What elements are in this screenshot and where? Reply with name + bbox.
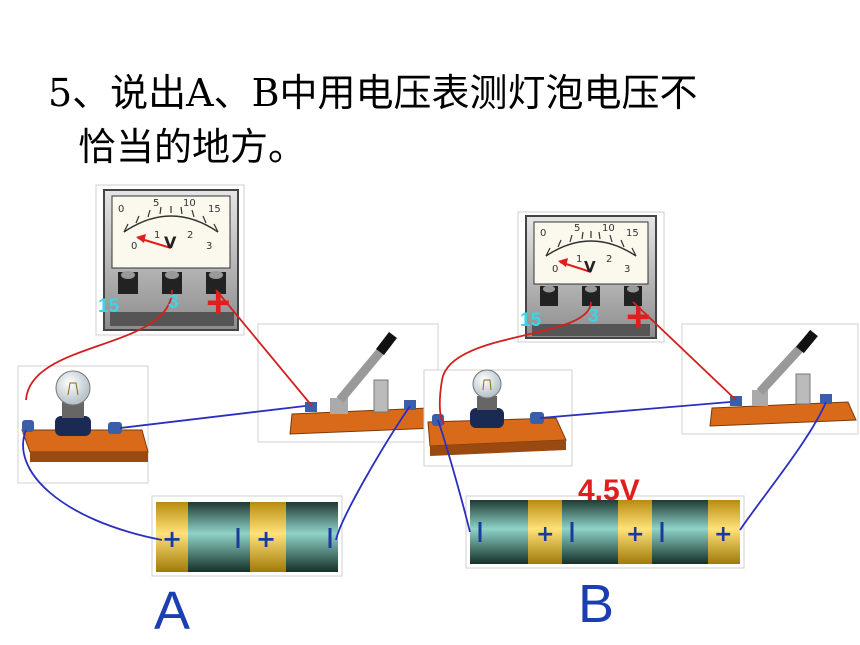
wire-b-blue-switch-battery <box>739 401 827 531</box>
terminal-a-3-label: 3 <box>168 292 179 313</box>
battery-b-voltage-label: 4.5V <box>578 474 640 507</box>
caption-b: B <box>578 574 615 634</box>
svg-text:2: 2 <box>187 230 193 241</box>
svg-text:0: 0 <box>540 228 546 239</box>
bulb-a <box>17 365 149 484</box>
svg-text:15: 15 <box>626 228 639 239</box>
wire-a-red-switch <box>215 289 313 407</box>
wire-b-red-bulb <box>438 301 592 425</box>
svg-text:1: 1 <box>154 230 160 241</box>
voltmeter-a: 0 5 10 15 0 1 2 3 V <box>95 184 245 336</box>
meter-b-terminals <box>540 285 642 306</box>
voltmeter-b: 0 5 10 15 0 1 2 3 V <box>517 211 665 343</box>
svg-text:10: 10 <box>183 198 196 209</box>
switch-a <box>257 323 439 443</box>
svg-text:3: 3 <box>206 241 212 252</box>
svg-text:0: 0 <box>552 264 558 275</box>
question-line-2: 恰当的地方。 <box>78 125 307 169</box>
svg-text:+: + <box>256 525 276 553</box>
meter-a-terminals <box>118 271 226 294</box>
svg-text:+: + <box>626 522 644 547</box>
wire-a-red-bulb <box>25 289 173 401</box>
svg-text:15: 15 <box>208 204 221 215</box>
circuit-b: 0 5 10 15 0 1 2 3 V <box>423 211 859 569</box>
wire-a-blue-bulb-switch <box>119 405 306 429</box>
caption-a: A <box>154 581 191 641</box>
wire-b-blue-bulb-switch <box>539 401 731 419</box>
svg-text:+: + <box>536 522 554 547</box>
svg-text:+: + <box>162 525 182 553</box>
battery-b: + + + <box>465 495 745 569</box>
terminal-a-plus-label: + <box>206 279 231 326</box>
svg-text:10: 10 <box>602 223 615 234</box>
svg-text:5: 5 <box>574 223 580 234</box>
terminal-b-15-label: 15 <box>520 310 542 331</box>
circuit-a: 0 5 10 15 0 1 2 3 V <box>17 184 439 577</box>
svg-text:0: 0 <box>131 241 137 252</box>
wire-a-blue-switch-battery <box>335 405 411 541</box>
svg-text:5: 5 <box>153 198 159 209</box>
svg-text:3: 3 <box>624 264 630 275</box>
question-line-1: 5、说出A、B中用电压表测灯泡电压不 <box>48 71 698 115</box>
svg-text:+: + <box>714 522 732 547</box>
battery-a: + + <box>151 495 343 577</box>
wire-a-blue-bulb-battery <box>22 429 163 541</box>
svg-text:V: V <box>584 258 596 276</box>
terminal-b-plus-label: + <box>626 293 651 340</box>
switch-b <box>681 323 859 435</box>
terminal-b-3-label: 3 <box>588 306 599 327</box>
svg-text:0: 0 <box>118 204 124 215</box>
terminal-a-15-label: 15 <box>98 296 120 317</box>
meter-unit: V <box>164 233 177 252</box>
wire-b-blue-bulb-battery <box>437 419 471 533</box>
wire-b-red-switch <box>632 301 737 401</box>
svg-text:2: 2 <box>606 254 612 265</box>
question-text: 5、说出A、B中用电压表测灯泡电压不 恰当的地方。 <box>48 66 808 174</box>
svg-text:1: 1 <box>576 254 582 265</box>
